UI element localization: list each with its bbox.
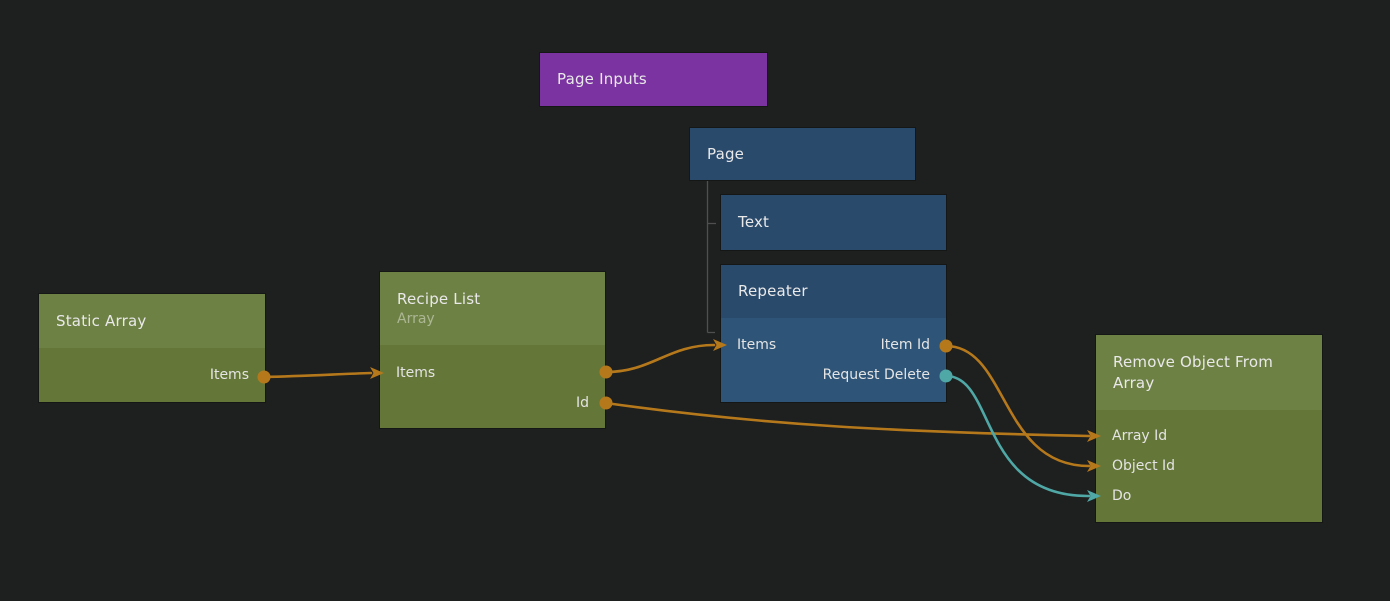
node-static-array-header[interactable]: Static Array [39, 294, 265, 348]
node-recipe-list[interactable]: Recipe List Array Items Id [380, 272, 605, 428]
node-static-array-ports: Items [39, 348, 265, 402]
node-title: Text [738, 213, 770, 231]
port-row: Id [380, 388, 605, 418]
node-repeater-ports: Items Item Id Request Delete [721, 318, 946, 402]
port-row: Do [1096, 481, 1322, 511]
tree-line-page-children [706, 181, 716, 334]
node-remove-object-from-array-ports: Array Id Object Id Do [1096, 410, 1322, 522]
port-row: Items [380, 358, 605, 388]
node-repeater-header[interactable]: Repeater [721, 265, 946, 318]
node-text[interactable]: Text [721, 195, 946, 250]
wire-repeater-request-delete-to-remove-do[interactable] [944, 374, 1091, 498]
port-row: Array Id [1096, 421, 1322, 451]
port-recipe-list-id-output[interactable]: Id [575, 395, 589, 411]
node-text-header[interactable]: Text [721, 195, 946, 250]
node-recipe-list-header[interactable]: Recipe List Array [380, 272, 605, 345]
node-title: Page [707, 144, 745, 163]
node-title: Page Inputs [557, 70, 647, 88]
port-row: Object Id [1096, 451, 1322, 481]
node-page-inputs[interactable]: Page Inputs [540, 53, 767, 106]
node-page-inputs-header[interactable]: Page Inputs [540, 53, 767, 106]
port-recipe-list-items[interactable]: Items [396, 365, 436, 381]
node-page-header[interactable]: Page [690, 128, 915, 180]
port-row: Items [39, 360, 265, 390]
node-title: Static Array [56, 311, 147, 330]
node-remove-object-from-array-header[interactable]: Remove Object From Array [1096, 335, 1322, 410]
port-repeater-item-id-output[interactable]: Item Id [880, 337, 930, 353]
port-row: Request Delete [721, 360, 946, 390]
port-static-array-items-output[interactable]: Items [209, 367, 249, 383]
wire-recipe-list-items-to-repeater-items[interactable] [604, 343, 716, 374]
node-recipe-list-ports: Items Id [380, 345, 605, 428]
port-row: Items Item Id [721, 330, 946, 360]
node-repeater[interactable]: Repeater Items Item Id Request Delete [721, 265, 946, 402]
wire-recipe-list-id-to-remove-array-id[interactable] [604, 401, 1091, 438]
port-remove-do-input[interactable]: Do [1112, 488, 1132, 504]
node-page[interactable]: Page [690, 128, 915, 180]
port-repeater-items-input[interactable]: Items [737, 337, 777, 353]
node-title: Repeater [738, 282, 808, 300]
port-remove-object-id-input[interactable]: Object Id [1112, 458, 1176, 474]
node-remove-object-from-array[interactable]: Remove Object From Array Array Id Object… [1096, 335, 1322, 522]
wire-static-array-items-to-recipe-list-items[interactable] [262, 371, 373, 379]
port-remove-array-id-input[interactable]: Array Id [1112, 428, 1168, 444]
wire-repeater-item-id-to-remove-object-id[interactable] [944, 344, 1091, 468]
port-repeater-request-delete-output[interactable]: Request Delete [822, 367, 930, 383]
node-type-label: Array [397, 310, 435, 327]
node-title: Remove Object From Array [1113, 352, 1274, 392]
node-title: Recipe List [397, 289, 481, 308]
node-static-array[interactable]: Static Array Items [39, 294, 265, 402]
